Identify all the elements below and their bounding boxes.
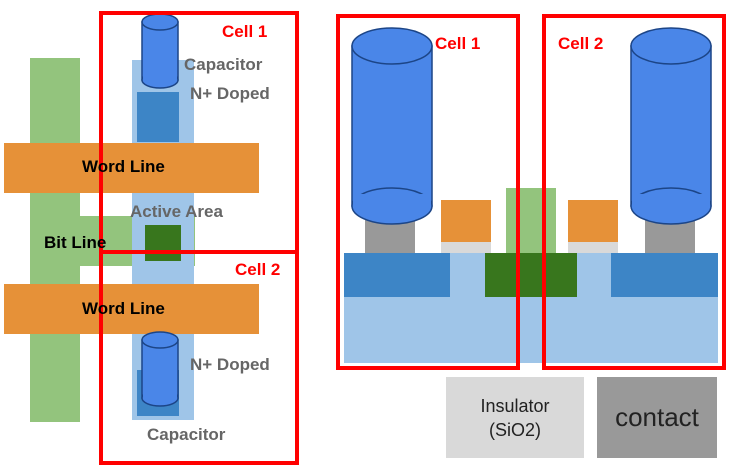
insulator-label-line2: (SiO2) [488,419,541,440]
gate-oxide-left [441,242,491,253]
word-line-top [4,143,259,193]
word-line-bottom-label: Word Line [82,299,165,318]
capacitor-left-icon [351,27,433,225]
cell-2-label-cross-section: Cell 2 [558,34,604,53]
capacitor-top-label: Capacitor [184,55,263,74]
cell-1-box-cross-section [336,14,520,370]
bit-line-contact [145,225,181,261]
cell-1-label-top-view: Cell 1 [222,22,268,41]
n-doped-top-label: N+ Doped [190,84,270,103]
word-line-bottom [4,284,259,334]
bit-line-pillar [506,188,556,253]
n-doped-right [611,253,718,297]
capacitor-bottom-icon [141,331,179,407]
contact-swatch: contact [597,377,717,458]
cell-2-label-top-view: Cell 2 [235,260,281,279]
cell-2-box-top-view [99,250,299,465]
active-area-label: Active Area [130,202,223,221]
cell-1-label-cross-section: Cell 1 [435,34,481,53]
capacitor-top-icon [141,13,179,89]
n-doped-bottom-label: N+ Doped [190,355,270,374]
insulator-swatch: Insulator (SiO2) [446,377,584,458]
n-doped-center [485,253,577,297]
word-line-top-label: Word Line [82,157,165,176]
gate-oxide-right [568,242,618,253]
contact-label: contact [615,402,699,432]
n-doped-top [137,92,179,142]
capacitor-right-icon [630,27,712,225]
n-doped-left [344,253,450,297]
gate-left [441,200,491,242]
cell-2-box-cross-section [542,14,726,370]
insulator-label-line1: Insulator [480,395,550,416]
bit-line-label: Bit Line [44,233,107,252]
gate-right [568,200,618,242]
capacitor-bottom-label: Capacitor [147,425,226,444]
